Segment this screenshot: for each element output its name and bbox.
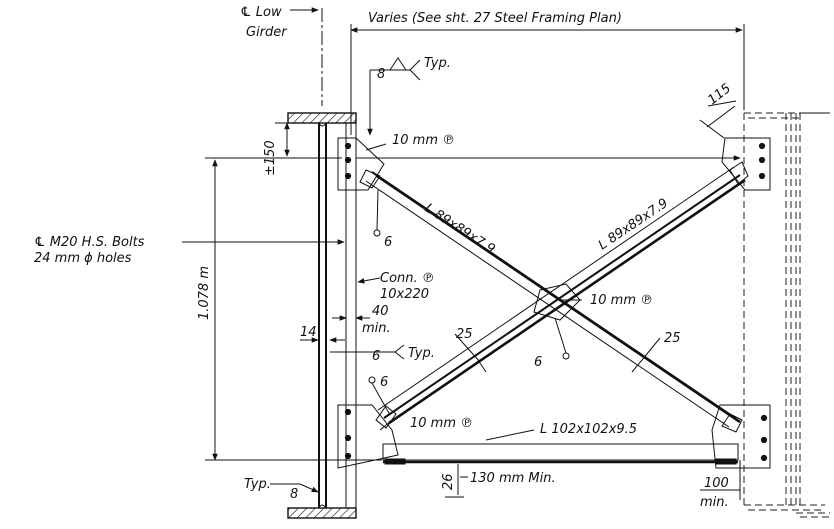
diagonal-angle-ascending [375,161,749,429]
dim-1078-label: 1.078 m [197,266,212,320]
right-girder-dashed [743,112,830,518]
dim-100-label-line1: 100 [704,476,729,491]
plate-10mm-top-label: 10 mm ℗ [392,133,455,148]
weld-6-lower: 6 [380,375,388,390]
plate-10mm-center-label: 10 mm ℗ [590,293,653,308]
plate-10mm-bottom-label: 10 mm ℗ [410,416,473,431]
angle-left-label: L 89x89x7.9 [422,201,498,257]
cl-low-girder-label-line2: Girder [246,25,288,40]
gusset-plate-bottom-right [711,404,771,469]
typ-mid-label: Typ. [408,346,435,361]
dim-14-label: 14 [300,325,317,340]
typ-top-label: Typ. [424,56,451,71]
conn-plate-label-line1: Conn. ℗ [380,271,435,286]
weld-size-top: 8 [377,67,385,82]
dim-150-label: ±150 [263,140,278,176]
dim-25-left-label: 25 [456,327,473,342]
left-girder-top-flange [287,112,357,124]
weld-6-center: 6 [534,355,542,370]
gusset-plate-bottom-left [337,404,399,469]
dim-40-label-line2: min. [362,321,391,336]
left-girder-bottom-flange [287,507,357,519]
angle-bottom-label: L 102x102x9.5 [540,422,637,437]
dim-100-label-line2: min. [700,495,729,510]
bolts-label-line1: ℄ M20 H.S. Bolts [34,235,145,250]
conn-plate-label-line2: 10x220 [380,287,429,302]
dim-40-label-line1: 40 [372,304,389,319]
bolts-label-line2: 24 mm ϕ holes [34,251,132,266]
varies-label: Varies (See sht. 27 Steel Framing Plan) [368,11,622,26]
weld-size-bottom: 8 [290,487,298,502]
angle-right-label: L 89x89x7.9 [596,196,671,253]
weld-6-upper: 6 [384,235,392,250]
bottom-horizontal-angle [382,443,739,465]
dim-115-label: 115 [705,81,734,108]
left-girder [287,112,357,519]
dim-25-right-label: 25 [664,331,681,346]
bolt-holes [344,142,768,462]
weld-6-typ: 6 [372,349,380,364]
typ-bottom-label: Typ. [244,477,271,492]
gusset-plate-top-left [337,137,385,191]
cl-low-girder-label-line1: ℄ Low [240,5,282,20]
left-connection-plate [345,123,357,508]
dim-130-label: 130 mm Min. [470,471,556,486]
dim-26-label: 26 [441,473,456,490]
